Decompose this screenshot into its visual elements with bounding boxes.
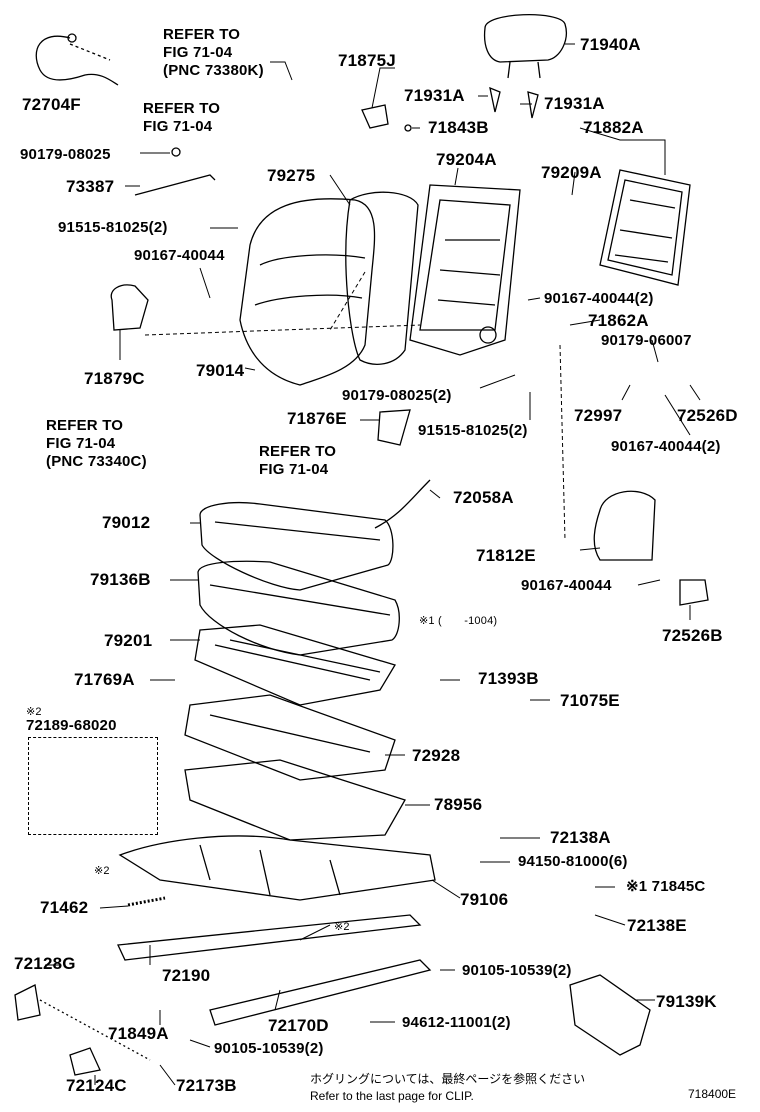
- label-73387: 73387: [66, 177, 115, 196]
- label-72189-68020: 72189-68020: [26, 717, 117, 734]
- rod-73387: [134, 147, 216, 196]
- label-72124C: 72124C: [66, 1076, 127, 1095]
- back-board-71882A: [599, 169, 691, 286]
- label-71849A: 71849A: [108, 1024, 169, 1043]
- figure-code: 718400E: [688, 1087, 737, 1101]
- cover-71879C: [110, 284, 149, 331]
- label-71393B: 71393B: [478, 669, 539, 688]
- label-71862A: 71862A: [588, 311, 649, 330]
- label-90167-40044-c: 90167-40044(2): [611, 438, 721, 455]
- label-71931A-2: 71931A: [544, 94, 605, 113]
- spring-frame-79201: [194, 624, 396, 706]
- label-72138E: 72138E: [627, 916, 687, 935]
- label-79012: 79012: [102, 513, 151, 532]
- label-79136B: 79136B: [90, 570, 151, 589]
- bracket-72128G: [14, 984, 41, 1021]
- label-71812E: 71812E: [476, 546, 536, 565]
- label-refer4-line1: REFER TO: [259, 443, 337, 460]
- label-71769A: 71769A: [74, 670, 135, 689]
- label-71879C: 71879C: [84, 369, 145, 388]
- label-refer3-line1: REFER TO: [46, 417, 124, 434]
- label-91515-81025-a: 91515-81025(2): [58, 219, 168, 236]
- headrest-71940A: [483, 13, 567, 79]
- label-91515-81025-b: 91515-81025(2): [418, 422, 528, 439]
- label-refer1-line1: REFER TO: [163, 26, 241, 43]
- knob-72526B: [679, 579, 709, 606]
- label-refer2-line1: REFER TO: [143, 100, 221, 117]
- clip-71876E: [377, 409, 411, 446]
- label-72170D: 72170D: [268, 1016, 329, 1035]
- bracket-72124C: [39, 999, 151, 1076]
- label-refer3-line2: FIG 71-04: [46, 435, 116, 452]
- label-79139K: 79139K: [656, 992, 717, 1011]
- label-refer1-line2: FIG 71-04: [163, 44, 233, 61]
- label-refer3-line3: (PNC 73340C): [46, 453, 147, 470]
- footer-japanese: ホグリングについては、最終ページを参照ください: [310, 1072, 586, 1086]
- label-refer1-line3: (PNC 73380K): [163, 62, 264, 79]
- label-71882A: 71882A: [583, 118, 644, 137]
- label-79106: 79106: [460, 890, 509, 909]
- cable-72704F: [35, 33, 119, 86]
- clip-71875J: [361, 104, 412, 132]
- cushion-cover-79012: [199, 501, 394, 591]
- label-71075E: 71075E: [560, 691, 620, 710]
- label-refer2-line2: FIG 71-04: [143, 118, 213, 135]
- label-72190: 72190: [162, 966, 211, 985]
- cushion-pad-79136B: [197, 560, 400, 656]
- label-71875J: 71875J: [338, 51, 396, 70]
- label-72128G: 72128G: [14, 954, 76, 973]
- spring-71462: [127, 896, 166, 907]
- cushion-frame-79106: [118, 835, 436, 901]
- label-72997: 72997: [574, 406, 623, 425]
- label-79014: 79014: [196, 361, 245, 380]
- label-78956: 78956: [434, 795, 483, 814]
- label-90167-40044-b: 90167-40044(2): [544, 290, 654, 307]
- note-star2-b: ※2: [94, 865, 110, 877]
- label-71876E: 71876E: [287, 409, 347, 428]
- label-79275: 79275: [267, 166, 316, 185]
- label-71845C: ※1 71845C: [626, 878, 706, 895]
- label-79209A: 79209A: [541, 163, 602, 182]
- label-94612-11001: 94612-11001(2): [402, 1014, 511, 1031]
- note-star2-c: ※2: [334, 921, 350, 933]
- seatback-cover-79014: [239, 198, 376, 386]
- label-79201: 79201: [104, 631, 153, 650]
- label-90105-10539-a: 90105-10539(2): [462, 962, 572, 979]
- cable-72058A: [374, 479, 431, 529]
- label-94150-81000: 94150-81000(6): [518, 853, 628, 870]
- leader-lines: [45, 43, 701, 1086]
- label-72173B: 72173B: [176, 1076, 237, 1095]
- note-1004: ※1 ( -1004): [419, 615, 498, 627]
- shield-78956: [184, 759, 406, 841]
- label-refer4-line2: FIG 71-04: [259, 461, 329, 478]
- label-71462: 71462: [40, 898, 89, 917]
- seatback-frame-79204A: [409, 184, 521, 356]
- label-72928: 72928: [412, 746, 461, 765]
- side-cover-71812E: [593, 490, 656, 561]
- cover-79139K: [569, 974, 651, 1056]
- label-71940A: 71940A: [580, 35, 641, 54]
- label-90105-10539-b: 90105-10539(2): [214, 1040, 324, 1057]
- label-72526D: 72526D: [677, 406, 738, 425]
- label-71843B: 71843B: [428, 118, 489, 137]
- seatback-pad-79275: [345, 191, 419, 365]
- label-90167-40044-d: 90167-40044: [521, 577, 612, 594]
- footer-english: Refer to the last page for CLIP.: [310, 1089, 474, 1103]
- label-90179-06007: 90179-06007: [601, 332, 692, 349]
- note-star2: ※2: [26, 706, 42, 718]
- label-79204A: 79204A: [436, 150, 497, 169]
- label-72526B: 72526B: [662, 626, 723, 645]
- hardware-kit-box: [28, 737, 158, 835]
- label-71931A-1: 71931A: [404, 86, 465, 105]
- seat-pan-72928: [184, 694, 396, 781]
- label-72138A: 72138A: [550, 828, 611, 847]
- label-90179-08025-2: 90179-08025(2): [342, 387, 452, 404]
- label-90167-40044-a: 90167-40044: [134, 247, 225, 264]
- seat-rails: [117, 914, 432, 1026]
- label-72704F: 72704F: [22, 95, 81, 114]
- headrest-guides: [489, 86, 539, 119]
- label-72058A: 72058A: [453, 488, 514, 507]
- label-90179-08025: 90179-08025: [20, 146, 111, 163]
